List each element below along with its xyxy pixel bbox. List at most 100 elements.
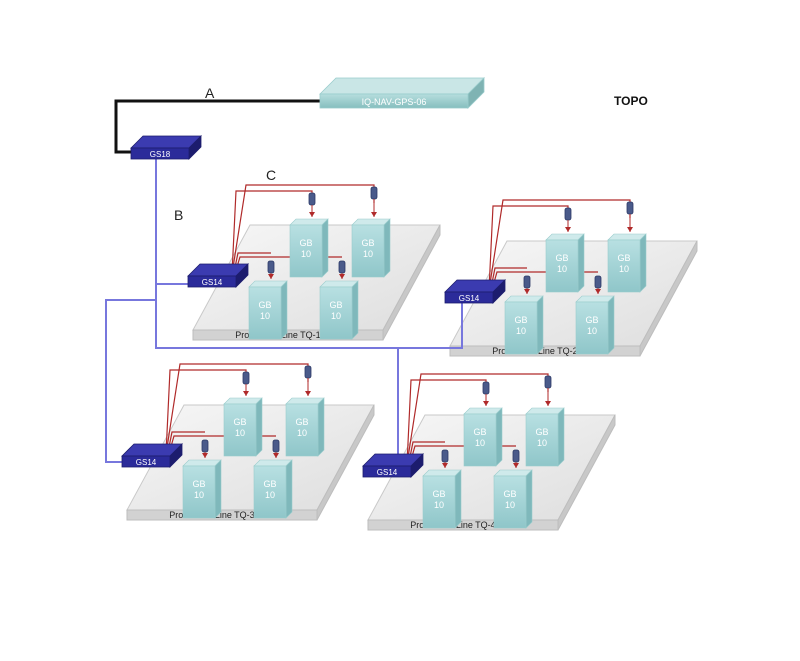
switch-label: GS14 bbox=[202, 278, 223, 287]
unit-front bbox=[223, 403, 257, 457]
unit-side bbox=[321, 218, 329, 278]
unit-front bbox=[607, 239, 641, 293]
unit-side bbox=[525, 469, 533, 529]
core-switch-gs18: GS18 bbox=[130, 135, 202, 160]
switch-front bbox=[362, 465, 412, 478]
arrow-down-icon bbox=[483, 401, 489, 406]
switch-tq1: GS14 bbox=[187, 263, 249, 288]
link-label-b: B bbox=[174, 207, 183, 223]
unit-front bbox=[575, 301, 609, 355]
arrow-down-icon bbox=[595, 289, 601, 294]
unit-side bbox=[536, 295, 544, 355]
unit-front bbox=[422, 475, 456, 529]
switch-tq2: GS14 bbox=[444, 279, 506, 304]
unit-label-line1: GB bbox=[258, 300, 271, 310]
gps-label: IQ-NAV-GPS-06 bbox=[362, 97, 427, 107]
switch-front bbox=[187, 275, 237, 288]
switch-label: GS14 bbox=[377, 468, 398, 477]
unit-side bbox=[577, 233, 585, 293]
unit-top bbox=[607, 233, 647, 241]
unit-label-line1: GB bbox=[432, 489, 445, 499]
sensor-probe-icon bbox=[626, 201, 634, 215]
diagram-title: TOPO bbox=[614, 94, 648, 108]
switch-front bbox=[444, 291, 494, 304]
unit-side bbox=[454, 469, 462, 529]
gps-top bbox=[319, 77, 485, 95]
unit-label-line2: 10 bbox=[260, 311, 270, 321]
unit-label-line1: GB bbox=[299, 238, 312, 248]
platform-side bbox=[382, 224, 441, 341]
unit-side bbox=[495, 407, 503, 467]
unit-side bbox=[214, 459, 222, 519]
unit-label-line2: 10 bbox=[557, 264, 567, 274]
sensor-tq1-1 bbox=[308, 192, 316, 217]
unit-front bbox=[285, 403, 319, 457]
switch-tq3: GS14 bbox=[121, 443, 183, 468]
sensor-tq3-3 bbox=[201, 439, 209, 458]
unit-side bbox=[280, 280, 288, 340]
unit-label-line2: 10 bbox=[516, 326, 526, 336]
switch-front bbox=[121, 455, 171, 468]
platform-side bbox=[316, 404, 375, 521]
unit-top bbox=[182, 459, 222, 467]
link-label-a: A bbox=[205, 85, 215, 101]
unit-front bbox=[351, 224, 385, 278]
unit-front bbox=[253, 465, 287, 519]
trunk-tq2 bbox=[398, 302, 463, 349]
unit-label-line2: 10 bbox=[363, 249, 373, 259]
sensor-probe-icon bbox=[308, 192, 316, 206]
unit-side bbox=[285, 459, 293, 519]
unit-top bbox=[351, 218, 391, 226]
arrow-down-icon bbox=[371, 212, 377, 217]
unit-label-line1: GB bbox=[192, 479, 205, 489]
unit-front bbox=[248, 286, 282, 340]
arrow-down-icon bbox=[305, 391, 311, 396]
unit-top bbox=[223, 397, 263, 405]
unit-front bbox=[493, 475, 527, 529]
unit-label-line1: GB bbox=[473, 427, 486, 437]
arrow-down-icon bbox=[627, 227, 633, 232]
link-label-c: C bbox=[266, 167, 276, 183]
sensor-tq2-4 bbox=[594, 275, 602, 294]
sensor-tq3-2 bbox=[304, 365, 312, 396]
unit-label-line2: 10 bbox=[301, 249, 311, 259]
arrow-down-icon bbox=[243, 391, 249, 396]
sensor-probe-icon bbox=[544, 375, 552, 389]
unit-label-line1: GB bbox=[263, 479, 276, 489]
unit-side bbox=[383, 218, 391, 278]
trunk-main bbox=[155, 159, 399, 468]
unit-front bbox=[289, 224, 323, 278]
sensor-probe-icon bbox=[482, 381, 490, 395]
link-a-line bbox=[114, 99, 320, 154]
unit-side bbox=[607, 295, 615, 355]
arrow-down-icon bbox=[268, 274, 274, 279]
unit-top bbox=[248, 280, 288, 288]
arrow-down-icon bbox=[273, 453, 279, 458]
sensor-tq3-4 bbox=[272, 439, 280, 458]
sensor-tq1-4 bbox=[338, 260, 346, 279]
sensor-probe-icon bbox=[523, 275, 531, 289]
unit-top bbox=[575, 295, 615, 303]
arrow-down-icon bbox=[545, 401, 551, 406]
unit-top bbox=[422, 469, 462, 477]
unit-front bbox=[504, 301, 538, 355]
unit-front bbox=[319, 286, 353, 340]
arrow-down-icon bbox=[309, 212, 315, 217]
sensor-probe-icon bbox=[272, 439, 280, 453]
sensor-probe-icon bbox=[564, 207, 572, 221]
gps-front bbox=[319, 93, 469, 109]
sensor-probe-icon bbox=[267, 260, 275, 274]
